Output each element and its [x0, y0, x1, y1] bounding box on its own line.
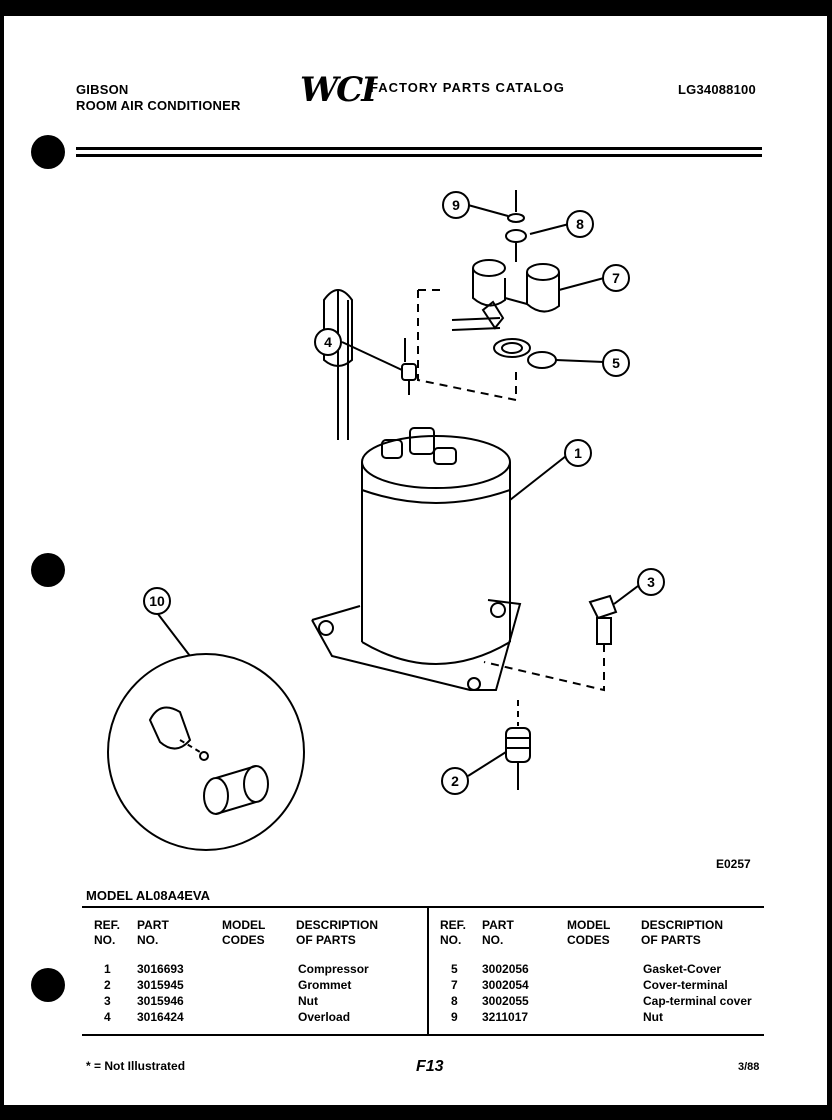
scan-top-border [0, 0, 832, 16]
callout-label-7: 7 [612, 270, 620, 286]
model-label: MODEL AL08A4EVA [86, 888, 211, 903]
callout-label-3: 3 [647, 574, 655, 590]
callout-1 [564, 439, 592, 467]
parts-table [82, 906, 764, 1036]
callout-3 [637, 568, 665, 596]
catalog-number: LG34088100 [678, 82, 756, 97]
nut-part-3 [588, 594, 618, 645]
callout-label-8: 8 [576, 216, 584, 232]
catalog-title: FACTORY PARTS CATALOG [370, 80, 565, 95]
wci-logo: WCI [300, 70, 377, 110]
footnote: * = Not Illustrated [86, 1059, 186, 1073]
callout-label-2: 2 [451, 773, 459, 789]
callout-label-4: 4 [324, 334, 332, 350]
callout-label-5: 5 [612, 355, 620, 371]
callout-label-1: 1 [574, 445, 582, 461]
brand-name: GIBSON [76, 82, 129, 97]
grommet-part-2 [505, 700, 531, 790]
scan-bottom-border [0, 1105, 832, 1120]
drawing-number: E0257 [716, 857, 751, 871]
callout-label-10: 10 [149, 593, 165, 609]
scan-left-border [0, 0, 14, 1120]
table-divider [427, 906, 429, 1036]
revision-date: 3/88 [738, 1061, 760, 1073]
callout-label-9: 9 [452, 197, 460, 213]
base-plate [311, 599, 522, 691]
callout-2 [441, 767, 469, 795]
product-name: ROOM AIR CONDITIONER [76, 98, 241, 113]
detail-circle-part-10 [107, 653, 305, 851]
callout-8 [566, 210, 594, 238]
callout-10 [143, 587, 171, 615]
callout-5 [602, 349, 630, 377]
compressor-part-1 [323, 289, 511, 665]
cap-part-8 [505, 229, 527, 243]
header-ref-no: REF.NO. [94, 918, 121, 947]
header-rule [76, 147, 762, 157]
terminal-cover-part-7 [472, 259, 560, 330]
header-ref-no-right: REF.NO. [440, 918, 467, 947]
scan-right-border [827, 0, 832, 1120]
callout-9 [442, 191, 470, 219]
callout-4 [314, 328, 342, 356]
page-number: F13 [416, 1058, 444, 1075]
overload-part-4 [401, 338, 417, 395]
binder-hole-middle [31, 553, 65, 587]
assembly-guide [417, 290, 517, 402]
binder-hole-top [31, 135, 65, 169]
gasket-part-5 [493, 338, 557, 369]
callout-7 [602, 264, 630, 292]
binder-hole-bottom [31, 968, 65, 1002]
nut-part-9 [507, 213, 525, 223]
